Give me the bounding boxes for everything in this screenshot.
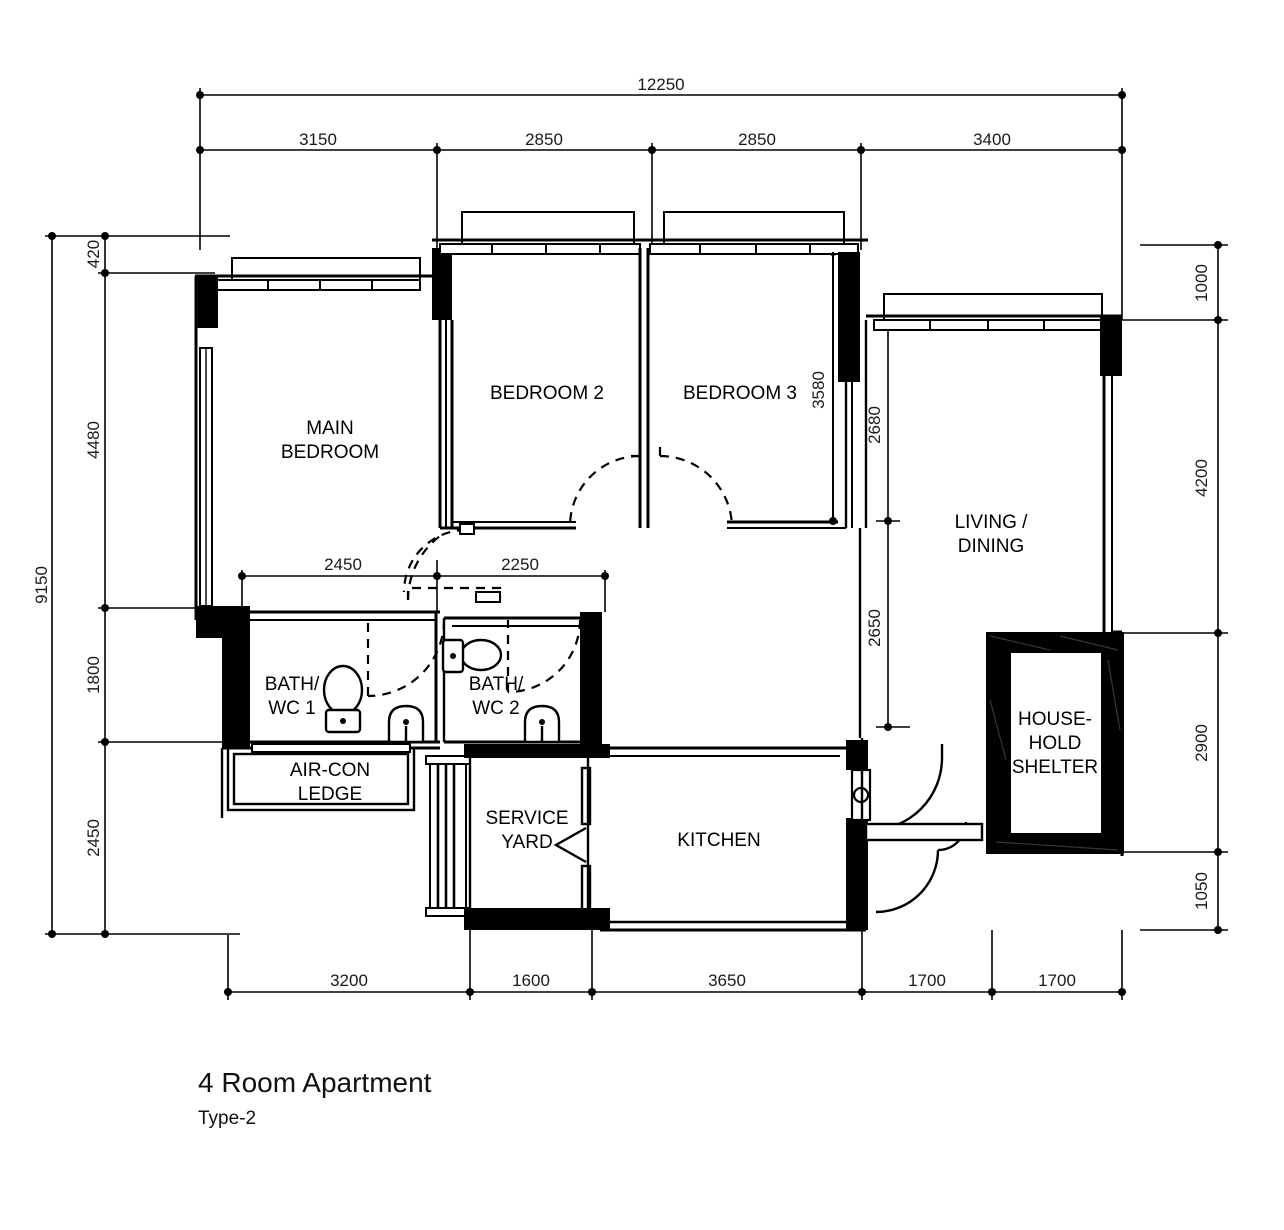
label-bedroom-3: BEDROOM 3 <box>683 383 797 404</box>
right-dimension-lines <box>1120 244 1228 931</box>
service-yard-louvre <box>425 755 471 917</box>
entry-threshold <box>864 822 984 842</box>
door-jamb-main-bedroom <box>459 523 475 535</box>
dim-bottom-seg-5: 1700 <box>1038 971 1076 990</box>
toilet-icon-wc1 <box>322 664 364 734</box>
label-aircon-ledge-line1: AIR-CON <box>290 760 370 781</box>
wall-bath2-right-thick <box>580 612 602 748</box>
toilet-icon-wc2 <box>441 638 503 674</box>
left-dimension-dots <box>48 232 109 938</box>
top-dimension-lines <box>199 88 1123 320</box>
label-bedroom-2: BEDROOM 2 <box>490 383 604 404</box>
dim-bottom-seg-2: 1600 <box>512 971 550 990</box>
dim-top-overall: 12250 <box>637 75 684 94</box>
wall-mb-botleft <box>196 606 222 638</box>
wall-bath1-left-thick <box>222 606 250 748</box>
label-living-dining-line1: LIVING / <box>955 512 1029 533</box>
main-bedroom-side-window <box>199 347 213 607</box>
dim-top-seg-4: 3400 <box>973 130 1011 149</box>
dim-left-seg-3: 1800 <box>84 656 103 694</box>
door-swing-bedroom2 <box>568 454 641 527</box>
wall-kitchen-right-top <box>846 740 868 770</box>
label-shelter-line2: HOLD <box>1029 733 1082 754</box>
dim-right-seg-1: 1000 <box>1192 264 1211 302</box>
dim-bottom-seg-4: 1700 <box>908 971 946 990</box>
sink-icon-wc1 <box>387 704 425 744</box>
bedroom3-window <box>648 211 868 255</box>
label-shelter-line1: HOUSE- <box>1018 709 1092 730</box>
household-shelter-walls <box>986 632 1124 854</box>
dim-bedroom3-depth: 3580 <box>809 371 828 409</box>
label-living-dining-line2: DINING <box>958 536 1025 557</box>
dim-left-seg-2: 4480 <box>84 421 103 459</box>
wall-living-topright <box>1100 316 1122 376</box>
door-swing-wc1 <box>367 619 446 698</box>
label-service-yard-line2: YARD <box>501 832 552 853</box>
dim-top-seg-3: 2850 <box>738 130 776 149</box>
door-swing-corridor <box>406 535 441 601</box>
dim-bath2-width: 2250 <box>501 555 539 574</box>
dim-living-lower: 2650 <box>865 609 884 647</box>
dim-left-seg-1: 420 <box>84 240 103 268</box>
wall-service-yard-bottom <box>464 908 610 930</box>
label-main-bedroom-line2: BEDROOM <box>281 442 379 463</box>
label-bath-wc-2-line2: WC 2 <box>472 698 520 719</box>
aircon-vent-slot <box>251 743 411 753</box>
dim-living-upper: 2680 <box>865 406 884 444</box>
bottom-dimension-dots <box>224 988 1126 996</box>
label-bath-wc-1-line1: BATH/ <box>265 674 320 695</box>
dim-right-seg-2: 4200 <box>1192 459 1211 497</box>
room-labels: MAIN BEDROOM BEDROOM 2 BEDROOM 3 LIVING … <box>265 383 1098 853</box>
right-dimension-dots <box>1214 241 1222 934</box>
bedroom2-window <box>432 211 648 255</box>
dim-right-seg-3: 2900 <box>1192 724 1211 762</box>
label-shelter-line3: SHELTER <box>1012 757 1098 778</box>
label-aircon-ledge-line2: LEDGE <box>298 784 362 805</box>
dim-top-seg-2: 2850 <box>525 130 563 149</box>
label-main-bedroom-line1: MAIN <box>306 418 354 439</box>
page-title: 4 Room Apartment <box>198 1067 432 1098</box>
page-subtitle: Type-2 <box>198 1108 256 1129</box>
sink-icon-wc2 <box>523 704 561 744</box>
folding-door-service-yard <box>553 766 592 914</box>
label-bath-wc-1-line2: WC 1 <box>268 698 316 719</box>
dim-top-seg-1: 3150 <box>299 130 337 149</box>
wall-br3-right-thick <box>838 252 860 382</box>
dim-bottom-seg-3: 3650 <box>708 971 746 990</box>
dim-left-overall: 9150 <box>32 566 51 604</box>
top-dimension-dots <box>196 91 1126 154</box>
main-bedroom-window <box>195 257 438 291</box>
architecture <box>194 211 1124 932</box>
label-bath-wc-2-line1: BATH/ <box>469 674 524 695</box>
door-jamb-corridor <box>475 591 501 603</box>
wall-mb-topleft <box>196 276 218 328</box>
door-swing-wc2 <box>507 619 582 694</box>
label-service-yard-line1: SERVICE <box>485 808 568 829</box>
door-swing-main-bedroom <box>402 528 467 593</box>
dim-left-seg-4: 2450 <box>84 819 103 857</box>
dim-right-seg-4: 1050 <box>1192 872 1211 910</box>
dim-bottom-seg-1: 3200 <box>330 971 368 990</box>
wall-mb-topright <box>432 248 452 320</box>
dim-bath1-width: 2450 <box>324 555 362 574</box>
wall-service-yard-top <box>464 744 610 758</box>
living-window <box>866 293 1122 331</box>
wall-kitchen-right-thick <box>846 818 868 930</box>
door-swing-bedroom3 <box>659 454 734 529</box>
label-kitchen: KITCHEN <box>677 830 760 851</box>
